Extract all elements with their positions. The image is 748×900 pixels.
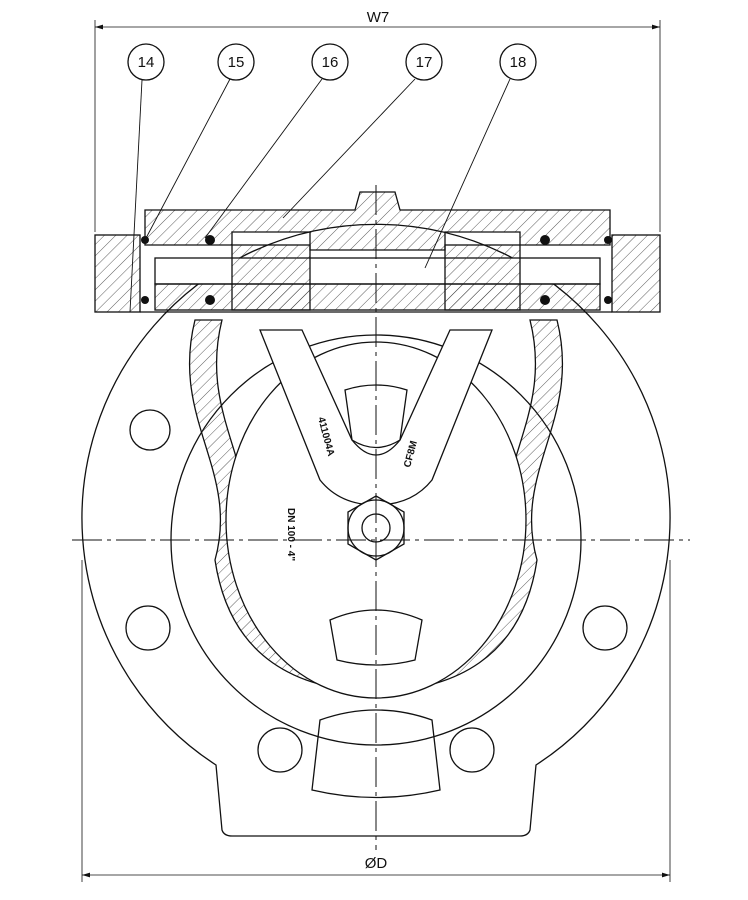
balloon-18-label: 18 <box>510 54 527 71</box>
disc-arm <box>259 329 493 506</box>
balloon-14 <box>127 43 165 81</box>
balloon-16 <box>311 43 349 81</box>
balloon-16-label: 16 <box>322 54 339 71</box>
disc-window <box>344 384 408 449</box>
shaft <box>154 257 601 285</box>
balloon-18 <box>499 43 537 81</box>
size-marking: DN 100 - 4" <box>285 508 296 561</box>
bottom-boss <box>311 709 441 799</box>
balloon-17 <box>405 43 443 81</box>
balloon-14-label: 14 <box>138 54 155 71</box>
balloon-15-label: 15 <box>228 54 245 71</box>
bolt-hole <box>129 409 171 451</box>
d-label: ØD <box>365 855 388 872</box>
left-flange <box>94 234 141 313</box>
balloon-17-label: 17 <box>416 54 433 71</box>
bolt-hole <box>257 727 303 773</box>
bolt-hole <box>582 605 628 651</box>
bolt-hole <box>449 727 495 773</box>
w7-label: W7 <box>367 9 390 26</box>
balloon-leaders <box>129 78 511 313</box>
bolt-hole <box>125 605 171 651</box>
top-cap <box>144 191 611 251</box>
balloon-15 <box>217 43 255 81</box>
disc-rib <box>329 609 423 666</box>
right-flange <box>611 234 661 313</box>
